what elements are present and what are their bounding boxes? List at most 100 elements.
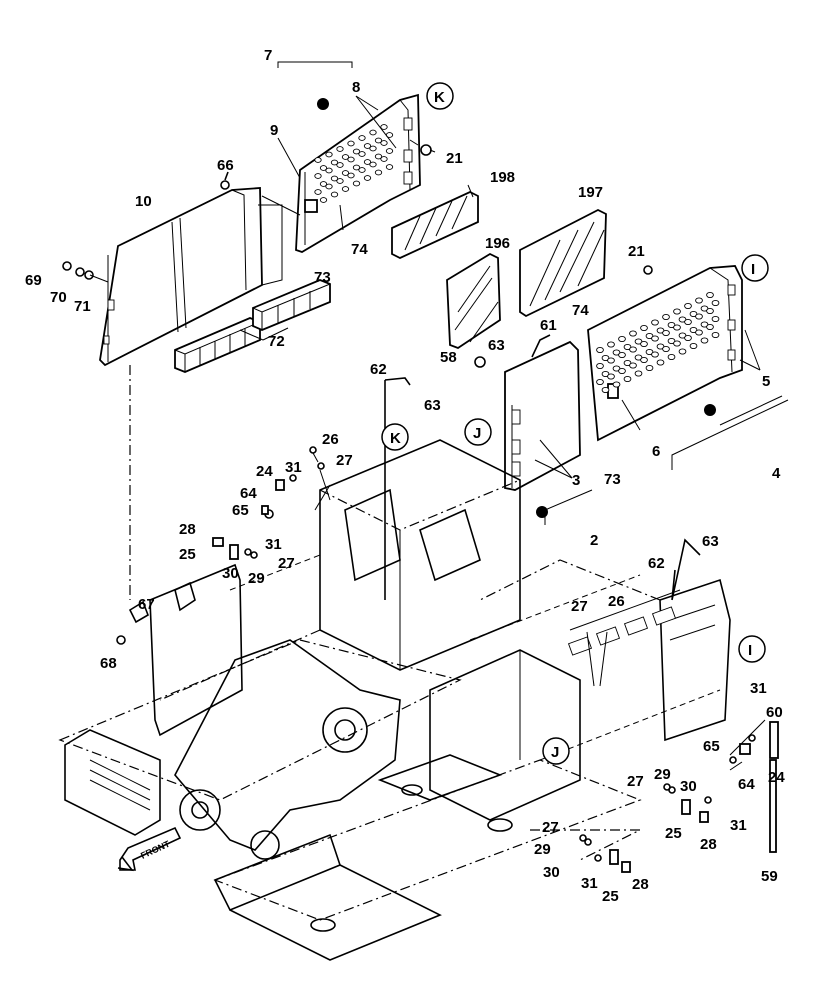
perforation-hole (711, 331, 720, 339)
callout-31-upper: 31 (285, 459, 302, 476)
callout-6: 6 (652, 443, 660, 460)
perforation-hole (374, 137, 383, 144)
main-frame (58, 439, 731, 961)
perforation-hole (651, 335, 659, 342)
perforation-hole (363, 175, 372, 181)
callout-31-mid: 31 (265, 536, 282, 553)
callout-64-right: 64 (738, 776, 755, 793)
strip-60 (769, 721, 779, 759)
perforation-hole (363, 159, 372, 165)
perforation-hole (347, 156, 355, 163)
callout-65-right: 65 (703, 738, 720, 755)
perforation-hole (684, 334, 692, 342)
callout-5: 5 (762, 373, 770, 390)
perforation-hole (651, 319, 659, 326)
callout-27-right-lower: 27 (627, 773, 644, 790)
perforation-hole (358, 151, 366, 157)
perforation-hole (662, 313, 670, 321)
perforation-hole (358, 167, 366, 173)
callout-60: 60 (766, 704, 783, 721)
perforation-hole (374, 169, 383, 176)
perforation-hole (640, 324, 648, 332)
perforation-hole (684, 318, 692, 326)
callout-2: 2 (590, 532, 598, 549)
perforation-hole (623, 375, 632, 383)
perforation-hole (596, 346, 604, 354)
ref-circle-j-lower (542, 737, 570, 765)
perforation-hole (706, 323, 714, 331)
callout-j-lower: J (551, 744, 559, 761)
perforation-hole (711, 315, 720, 323)
bolt-58 (474, 356, 486, 368)
perforation-hole (700, 337, 709, 344)
callout-29-lower: 29 (534, 841, 551, 858)
perforation-hole (352, 148, 361, 155)
perforation-hole (380, 140, 388, 146)
perforation-hole (689, 342, 698, 350)
callout-25-lower: 25 (602, 888, 619, 905)
perforation-hole (341, 186, 350, 192)
perforation-hole (369, 129, 377, 136)
callout-27-right: 27 (571, 598, 588, 615)
perforation-hole (596, 378, 604, 386)
perforation-hole (369, 161, 377, 168)
perforation-hole (634, 370, 643, 377)
perforation-hole (330, 159, 339, 166)
callout-27-upper: 27 (336, 452, 353, 469)
perforation-hole (607, 341, 615, 348)
callout-30-upper: 30 (222, 565, 239, 582)
cover-panel-4 (587, 265, 743, 442)
foam-pad-196 (446, 252, 501, 350)
front-arrow: FRONT (117, 826, 182, 872)
callout-j-upper: J (473, 425, 481, 442)
callout-i-upper: I (751, 261, 755, 278)
perforation-hole (662, 329, 670, 337)
perforation-hole (695, 297, 703, 304)
perforation-hole (640, 356, 648, 364)
perforation-hole (607, 373, 615, 380)
perforation-hole (314, 157, 322, 163)
perforation-hole (374, 153, 383, 160)
callout-28-right: 28 (700, 836, 717, 853)
perforation-hole (385, 164, 394, 170)
callout-21-upper: 21 (446, 150, 463, 167)
perforation-hole (695, 329, 703, 336)
perforation-hole (380, 156, 388, 162)
perforation-hole (314, 189, 322, 195)
callout-59: 59 (761, 868, 778, 885)
perforation-hole (336, 146, 344, 152)
ref-circle-k-lower (381, 423, 409, 451)
perforation-hole (645, 364, 654, 372)
perforation-hole (385, 148, 394, 154)
perforation-hole (695, 313, 703, 320)
callout-27-mid: 27 (278, 555, 295, 572)
perforation-hole (363, 143, 372, 149)
perforation-hole (380, 124, 388, 130)
perforation-pattern-8 (314, 124, 394, 203)
perforation-hole (341, 154, 350, 160)
callout-58: 58 (440, 349, 457, 366)
bracket-67 (128, 600, 149, 624)
perforation-hole (662, 345, 670, 353)
foam-pad-197 (519, 208, 607, 318)
perforation-hole (352, 180, 361, 187)
callout-i-lower: I (748, 642, 752, 659)
strip-59 (769, 759, 777, 853)
callout-74-right: 74 (572, 302, 589, 319)
callout-26-right: 26 (608, 593, 625, 610)
bolt-68 (116, 635, 126, 645)
callout-72: 72 (268, 333, 285, 350)
perforation-hole (319, 165, 328, 171)
callout-68: 68 (100, 655, 117, 672)
perforation-hole (336, 162, 344, 168)
fasteners-right-24-31-64-65 (729, 734, 756, 764)
callout-24-right: 24 (768, 769, 785, 786)
perforation-hole (706, 307, 714, 315)
perforation-hole (618, 367, 626, 375)
ref-circle-k-upper (426, 82, 454, 110)
perforation-hole (640, 340, 648, 348)
callout-64-upper: 64 (240, 485, 257, 502)
callout-30-right: 30 (680, 778, 697, 795)
callout-63-right: 63 (702, 533, 719, 550)
